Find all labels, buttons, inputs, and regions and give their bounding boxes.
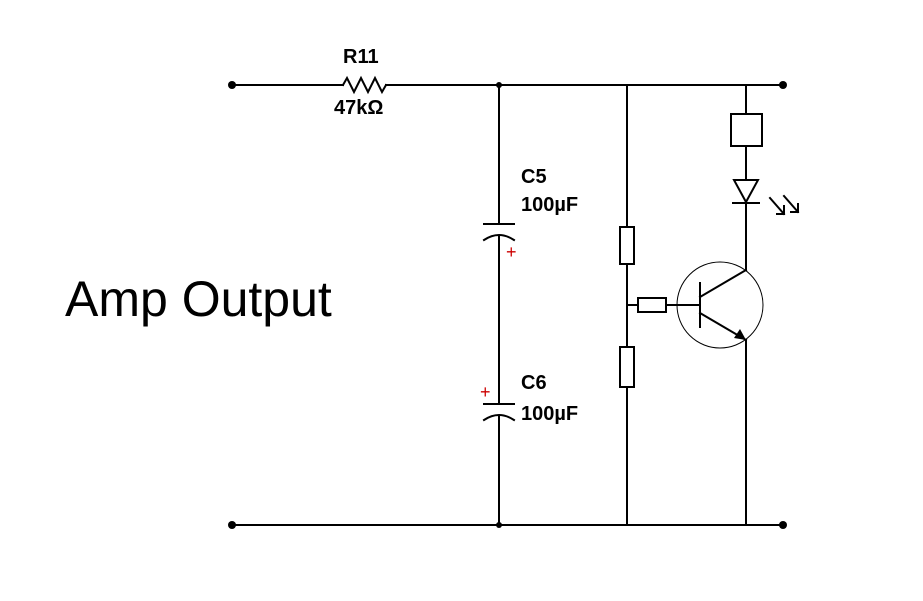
bias-resistor-bottom xyxy=(619,346,635,388)
emitter-arrow-icon xyxy=(734,329,746,340)
base-resistor xyxy=(637,297,667,313)
c6-polarity: + xyxy=(480,382,491,402)
c6-name: C6 xyxy=(521,372,547,394)
led-branch xyxy=(730,84,763,526)
transistor-collector xyxy=(698,268,748,299)
light-emission-arrows-icon xyxy=(768,194,800,216)
c5-value: 100µF xyxy=(521,194,578,216)
top-rail xyxy=(228,75,787,95)
terminal-top-left xyxy=(228,81,236,89)
c5-polarity: + xyxy=(506,242,517,262)
c6-value: 100µF xyxy=(521,403,578,425)
base-resistor-branch xyxy=(626,297,701,313)
terminal-bottom-right xyxy=(779,521,787,529)
r11-name: R11 xyxy=(343,46,379,68)
terminal-top-right xyxy=(779,81,787,89)
transistor-envelope xyxy=(676,261,764,349)
capacitor-branch xyxy=(482,84,516,526)
npn-transistor xyxy=(676,261,764,349)
c5-name: C5 xyxy=(521,166,547,188)
diagram-title: Amp Output xyxy=(65,271,332,327)
terminal-bottom-left xyxy=(228,521,236,529)
r11-value: 47kΩ xyxy=(334,97,383,119)
bias-resistor-top xyxy=(619,226,635,265)
bottom-rail xyxy=(228,521,787,529)
led-series-resistor xyxy=(730,113,763,147)
led-icon xyxy=(732,179,760,205)
bias-divider xyxy=(619,84,635,526)
